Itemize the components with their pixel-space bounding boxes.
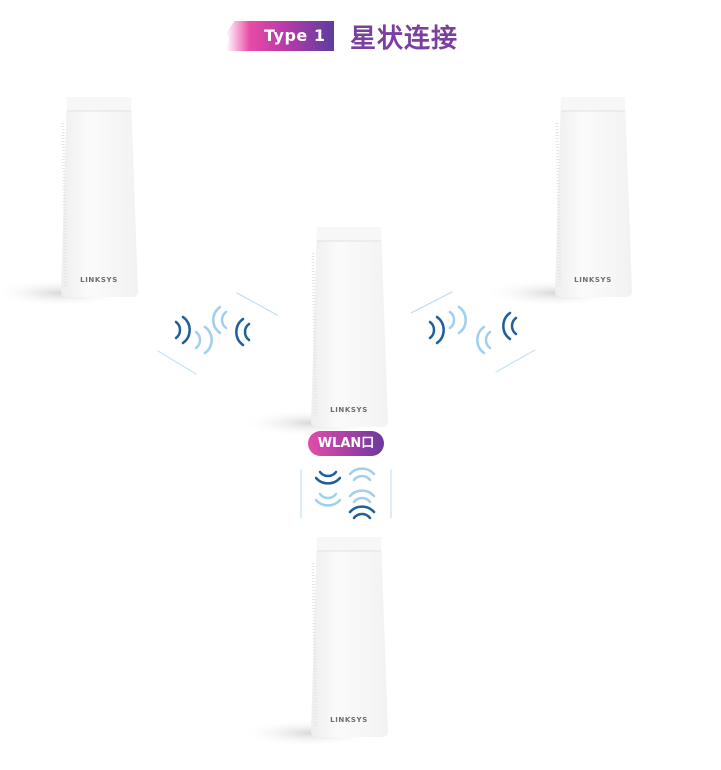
arrow-line-right-down: [495, 349, 536, 373]
brand-label: LINKSYS: [330, 716, 368, 724]
router-icon: [240, 227, 388, 437]
brand-label: LINKSYS: [330, 406, 368, 414]
type-badge: Type 1: [226, 21, 334, 51]
wlan-port-badge: WLAN口: [308, 431, 384, 456]
arrow-line-left-down: [157, 350, 197, 375]
type-label: Type 1: [264, 26, 326, 45]
router-icon: [484, 97, 632, 307]
router-icon: [0, 97, 138, 307]
wifi-arcs-bottom: [314, 467, 376, 520]
page-title: 星状连接: [350, 24, 459, 54]
wifi-arcs-left: [174, 305, 251, 355]
arrow-line-right-up: [410, 291, 453, 314]
router-bottom: LINKSYS: [240, 533, 390, 747]
router-top-left: LINKSYS: [0, 93, 140, 307]
router-center: LINKSYS: [240, 223, 390, 437]
brand-label: LINKSYS: [80, 276, 118, 284]
router-icon: [240, 537, 388, 747]
arrow-line-left-up: [236, 292, 278, 316]
router-top-right: LINKSYS: [484, 93, 634, 307]
brand-label: LINKSYS: [574, 276, 612, 284]
wifi-arcs-right: [428, 305, 518, 355]
header: Type 1 星状连接: [0, 0, 721, 60]
